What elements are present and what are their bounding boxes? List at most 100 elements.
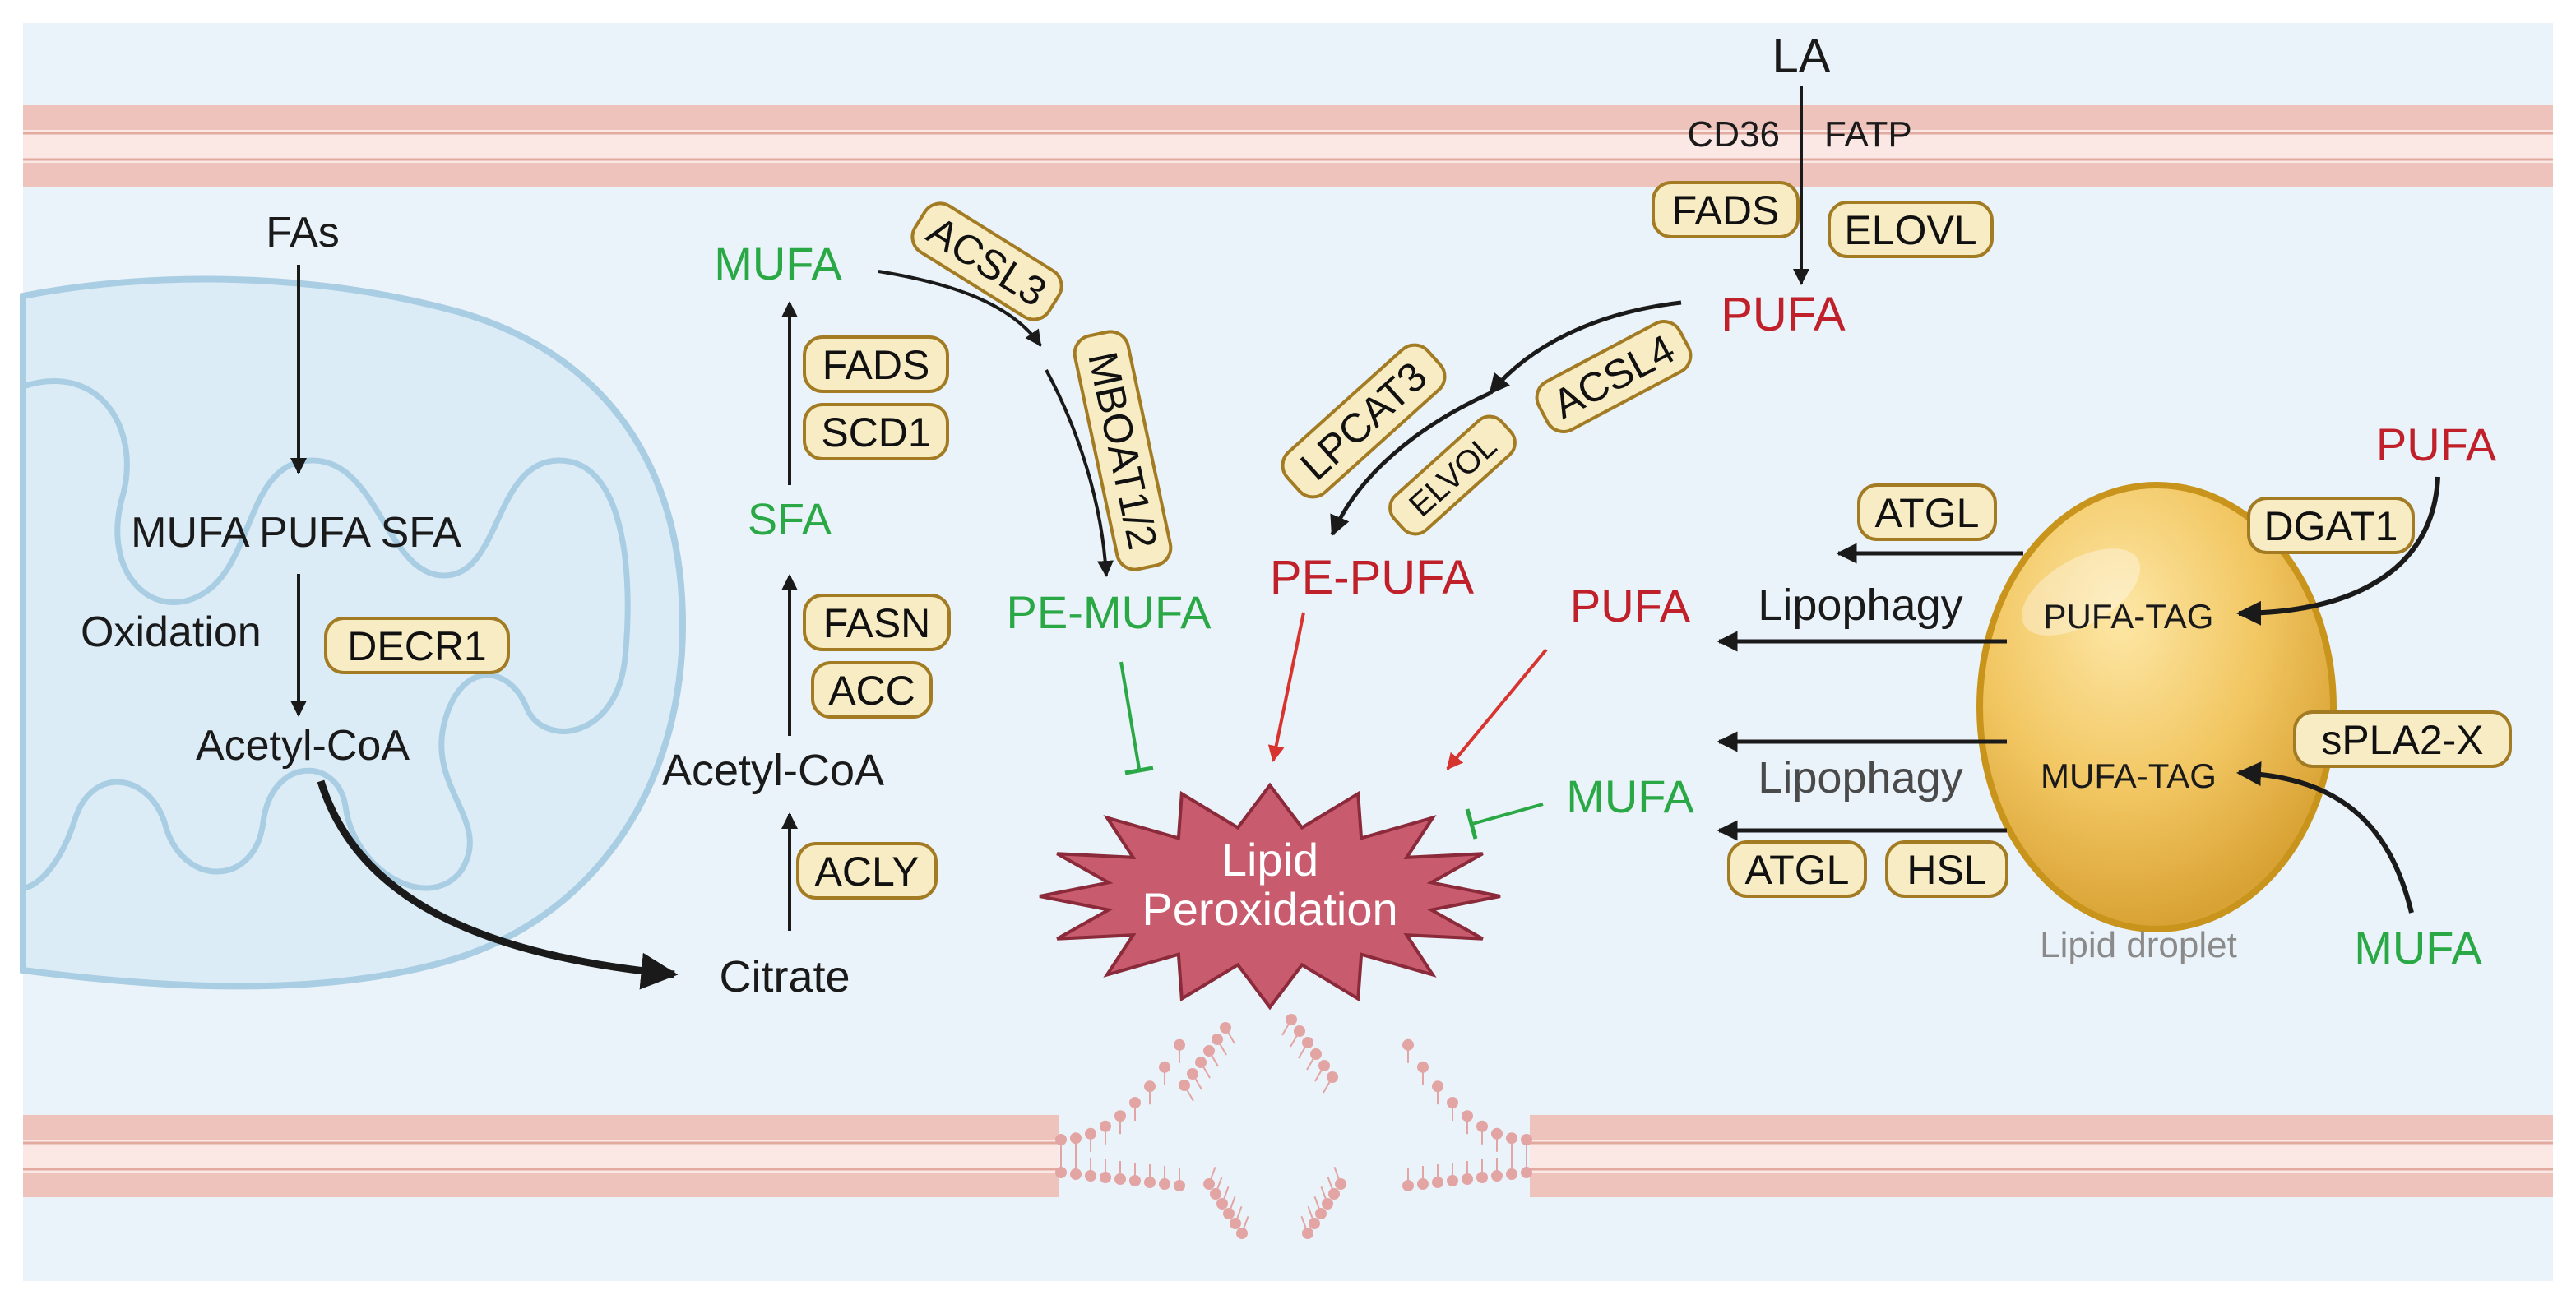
pufa-tag-label: PUFA-TAG (2044, 597, 2214, 636)
lipid-head (1179, 1080, 1190, 1091)
lipid-head (1174, 1038, 1185, 1051)
mufa-released-label: MUFA (1566, 770, 1694, 822)
spla2x-enzyme: sPLA2-X (2293, 710, 2512, 768)
mufa-label: MUFA (714, 238, 842, 289)
lipid-head (1491, 1127, 1503, 1140)
lipid-head (1521, 1167, 1532, 1178)
lipid-head (1210, 1188, 1221, 1200)
acly-enzyme: ACLY (796, 842, 938, 900)
lipid-head (1327, 1071, 1338, 1083)
lipid-head (1322, 1198, 1333, 1210)
lipid-head (1114, 1173, 1126, 1185)
lipid-head (1506, 1132, 1517, 1145)
svg-text:sPLA2-X: sPLA2-X (2321, 717, 2483, 763)
lipid-head (1310, 1048, 1322, 1060)
lipid-peroxidation-line2: Peroxidation (1142, 883, 1397, 935)
lipid-head (1159, 1178, 1170, 1190)
lipid-head (1187, 1068, 1198, 1080)
svg-text:ATGL: ATGL (1745, 847, 1850, 893)
lipid-head (1203, 1045, 1215, 1057)
lipid-head (1328, 1188, 1340, 1200)
mufa-tag-label: MUFA-TAG (2041, 756, 2217, 795)
lipid-head (1335, 1178, 1346, 1190)
mufa-input-label: MUFA (2354, 922, 2482, 974)
svg-text:ACC: ACC (828, 668, 915, 714)
lipid-head (1159, 1061, 1170, 1073)
lipid-head (1055, 1167, 1067, 1178)
lipid-droplet-label: Lipid droplet (2040, 925, 2237, 965)
hsl-enzyme: HSL (1885, 840, 2008, 898)
lipid-head (1402, 1038, 1414, 1051)
lipid-head (1100, 1120, 1111, 1132)
lipid-head (1144, 1080, 1156, 1093)
lipid-head (1129, 1097, 1141, 1108)
pufa-input-label: PUFA (2376, 419, 2497, 470)
svg-text:ACLY: ACLY (815, 849, 920, 895)
lipid-head (1223, 1208, 1235, 1219)
lipid-head (1417, 1178, 1429, 1190)
lipid-head (1318, 1060, 1330, 1071)
acetyl-coa-label: Acetyl-CoA (662, 746, 884, 795)
cd36-label: CD36 (1688, 114, 1781, 155)
lipid-head (1315, 1208, 1327, 1219)
lipid-head (1302, 1228, 1313, 1239)
sfa-label: SFA (748, 495, 832, 544)
lipophagy-bottom-label: Lipophagy (1758, 753, 1962, 803)
lipid-head (1085, 1127, 1096, 1140)
lipid-head (1144, 1177, 1156, 1188)
lipid-head (1203, 1178, 1215, 1190)
lipid-head (1447, 1175, 1458, 1186)
lipid-head (1114, 1110, 1126, 1122)
elovl-enzyme: ELOVL (1828, 201, 1994, 258)
lipid-head (1286, 1014, 1297, 1025)
svg-text:ATGL: ATGL (1875, 490, 1980, 536)
lipid-head (1432, 1177, 1443, 1188)
membrane-rupture (1055, 1014, 1532, 1239)
svg-text:FADS: FADS (1672, 187, 1780, 234)
atgl-enzyme-bottom: ATGL (1727, 840, 1867, 898)
lipid-head (1447, 1097, 1458, 1108)
scd1-enzyme: SCD1 (803, 403, 949, 460)
svg-text:DGAT1: DGAT1 (2264, 503, 2398, 549)
mufa-inhibition (1465, 803, 1544, 840)
lipid-head (1129, 1175, 1141, 1186)
lipid-head (1236, 1228, 1248, 1239)
lipid-head (1212, 1034, 1223, 1045)
lipid-head (1055, 1134, 1067, 1145)
lipid-head (1506, 1168, 1517, 1180)
lipid-head (1216, 1198, 1228, 1210)
pe-pufa-label: PE-PUFA (1270, 551, 1474, 604)
fads-enzyme-left: FADS (803, 335, 949, 393)
pe-mufa-inhibition (1119, 661, 1154, 775)
mito-acetyl-coa-label: Acetyl-CoA (196, 722, 410, 770)
lipid-head (1070, 1132, 1082, 1145)
lipid-head (1402, 1180, 1414, 1191)
lipid-head (1294, 1025, 1305, 1037)
lipid-head (1521, 1134, 1532, 1145)
la-label: LA (1772, 30, 1831, 83)
lipid-head (1491, 1170, 1503, 1182)
lipid-head (1195, 1057, 1207, 1068)
fatp-label: FATP (1824, 114, 1912, 155)
fas-label: FAs (266, 209, 340, 257)
lipid-peroxidation-burst: Lipid Peroxidation (1039, 782, 1501, 1011)
svg-text:FASN: FASN (823, 600, 931, 646)
acc-enzyme: ACC (811, 661, 933, 719)
decr1-enzyme: DECR1 (324, 617, 510, 674)
lipid-head (1174, 1180, 1185, 1191)
lipid-head (1476, 1172, 1488, 1183)
svg-text:SCD1: SCD1 (821, 409, 930, 456)
lipid-head (1085, 1170, 1096, 1182)
lipid-droplet (1976, 482, 2337, 932)
lipid-head (1230, 1218, 1241, 1229)
oxidation-label: Oxidation (81, 608, 262, 656)
lipid-head (1309, 1218, 1320, 1229)
citrate-label: Citrate (719, 952, 850, 1001)
lipid-head (1432, 1080, 1443, 1093)
lipid-head (1476, 1120, 1488, 1132)
lipid-head (1462, 1173, 1473, 1185)
lipophagy-top-label: Lipophagy (1758, 580, 1962, 630)
lipid-head (1302, 1037, 1313, 1048)
dgat1-enzyme: DGAT1 (2247, 497, 2415, 554)
